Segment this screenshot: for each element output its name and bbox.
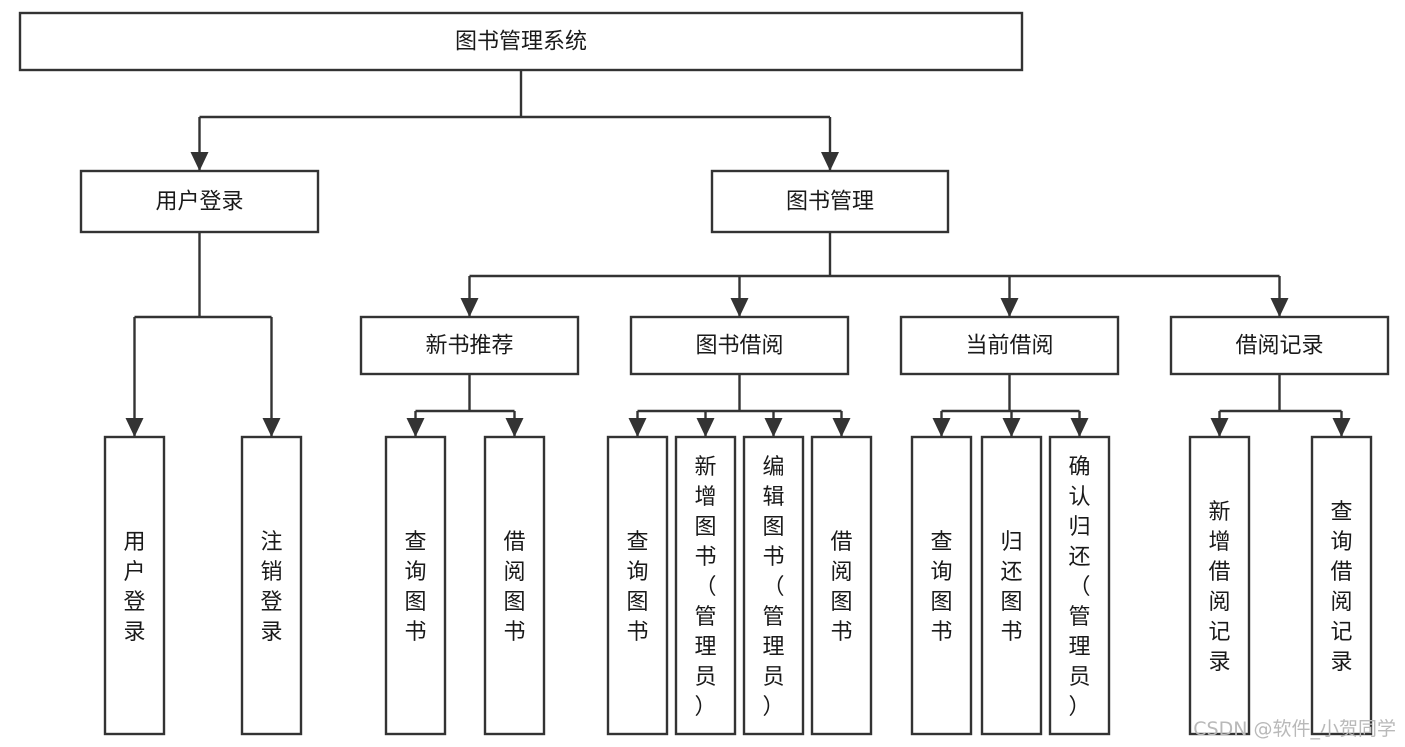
node-box-leaf-query-book-1 (384, 435, 447, 736)
node-box-leaf-query-book-3 (910, 435, 973, 736)
node-box-leaf-query-book-2 (606, 435, 669, 736)
root-to-level1-arrow-0 (190, 152, 209, 171)
node-box-borrow-record (1169, 315, 1390, 376)
node-box-leaf-return-book (980, 435, 1043, 736)
node-new-book-recommend[interactable]: 新书推荐 (359, 315, 580, 376)
node-box-leaf-add-record (1188, 435, 1251, 736)
node-box-leaf-borrow-book-1 (483, 435, 546, 736)
node-label-leaf-query-book-3: 查询图书 (930, 530, 952, 645)
node-box-leaf-user-logout (240, 435, 303, 736)
node-box-new-book-recommend (359, 315, 580, 376)
node-label-leaf-borrow-book-2: 借阅图书 (830, 530, 852, 645)
recommend-to-leaves-arrow-0 (406, 418, 425, 437)
node-label-leaf-user-logout: 注销登录 (260, 530, 282, 645)
borrow-to-leaves-arrow-2 (764, 418, 783, 437)
node-borrow-record[interactable]: 借阅记录 (1169, 315, 1390, 376)
node-label-leaf-add-record: 新增借阅记录 (1208, 500, 1230, 675)
node-box-leaf-add-book (674, 435, 737, 736)
borrow-to-leaves-arrow-3 (832, 418, 851, 437)
node-leaf-user-login[interactable]: 用户登录 (103, 435, 166, 736)
current-to-leaves-arrow-1 (1002, 418, 1021, 437)
node-box-leaf-user-login (103, 435, 166, 736)
borrow-to-leaves-arrow-0 (628, 418, 647, 437)
node-label-new-book-recommend: 新书推荐 (425, 334, 513, 359)
node-book-manage[interactable]: 图书管理 (710, 169, 950, 234)
node-label-book-borrow: 图书借阅 (695, 334, 783, 359)
borrow-to-leaves-arrow-1 (696, 418, 715, 437)
node-box-leaf-edit-book (742, 435, 805, 736)
node-box-leaf-borrow-book-2 (810, 435, 873, 736)
node-leaf-edit-book[interactable]: 编辑图书（管理员） (742, 435, 805, 736)
record-to-leaves-arrow-0 (1210, 418, 1229, 437)
node-label-borrow-record: 借阅记录 (1235, 334, 1323, 359)
current-to-leaves-arrow-0 (932, 418, 951, 437)
csdn-watermark: CSDN @软件_小贺同学 (1193, 718, 1396, 740)
userlogin-to-leaves-arrow-0 (125, 418, 144, 437)
node-leaf-add-book[interactable]: 新增图书（管理员） (674, 435, 737, 736)
node-label-leaf-return-book: 归还图书 (1000, 530, 1022, 645)
nodes-layer: 图书管理系统用户登录图书管理新书推荐图书借阅当前借阅借阅记录用户登录注销登录查询… (18, 11, 1390, 736)
edges-layer (125, 70, 1351, 437)
node-label-leaf-query-book-2: 查询图书 (626, 530, 648, 645)
node-leaf-query-book-3[interactable]: 查询图书 (910, 435, 973, 736)
node-label-leaf-confirm-return: 确认归还（管理员） (1068, 455, 1090, 720)
userlogin-to-leaves-arrow-1 (262, 418, 281, 437)
node-label-leaf-query-record: 查询借阅记录 (1330, 500, 1352, 675)
node-box-book-borrow (629, 315, 850, 376)
node-label-leaf-edit-book: 编辑图书（管理员） (762, 455, 784, 720)
node-leaf-confirm-return[interactable]: 确认归还（管理员） (1048, 435, 1111, 736)
node-leaf-query-record[interactable]: 查询借阅记录 (1310, 435, 1373, 736)
node-label-leaf-borrow-book-1: 借阅图书 (503, 530, 525, 645)
node-leaf-return-book[interactable]: 归还图书 (980, 435, 1043, 736)
node-leaf-borrow-book-2[interactable]: 借阅图书 (810, 435, 873, 736)
node-user-login[interactable]: 用户登录 (79, 169, 320, 234)
node-leaf-query-book-2[interactable]: 查询图书 (606, 435, 669, 736)
node-leaf-query-book-1[interactable]: 查询图书 (384, 435, 447, 736)
node-label-user-login: 用户登录 (155, 190, 243, 215)
node-current-borrow[interactable]: 当前借阅 (899, 315, 1120, 376)
node-leaf-borrow-book-1[interactable]: 借阅图书 (483, 435, 546, 736)
recommend-to-leaves-arrow-1 (505, 418, 524, 437)
node-leaf-add-record[interactable]: 新增借阅记录 (1188, 435, 1251, 736)
bookmanage-to-level2-arrow-3 (1270, 298, 1289, 317)
node-label-root: 图书管理系统 (455, 30, 587, 55)
node-box-root (18, 11, 1024, 72)
node-root[interactable]: 图书管理系统 (18, 11, 1024, 72)
current-to-leaves-arrow-2 (1070, 418, 1089, 437)
node-label-book-manage: 图书管理 (786, 190, 874, 215)
node-box-book-manage (710, 169, 950, 234)
node-leaf-user-logout[interactable]: 注销登录 (240, 435, 303, 736)
node-label-leaf-user-login: 用户登录 (123, 530, 145, 645)
bookmanage-to-level2-arrow-0 (460, 298, 479, 317)
node-box-leaf-confirm-return (1048, 435, 1111, 736)
node-box-user-login (79, 169, 320, 234)
node-label-leaf-query-book-1: 查询图书 (404, 530, 426, 645)
bookmanage-to-level2-arrow-1 (730, 298, 749, 317)
node-label-current-borrow: 当前借阅 (965, 334, 1053, 359)
node-box-leaf-query-record (1310, 435, 1373, 736)
node-label-leaf-add-book: 新增图书（管理员） (694, 455, 716, 720)
record-to-leaves-arrow-1 (1332, 418, 1351, 437)
bookmanage-to-level2-arrow-2 (1000, 298, 1019, 317)
node-book-borrow[interactable]: 图书借阅 (629, 315, 850, 376)
node-box-current-borrow (899, 315, 1120, 376)
root-to-level1-arrow-1 (821, 152, 839, 171)
